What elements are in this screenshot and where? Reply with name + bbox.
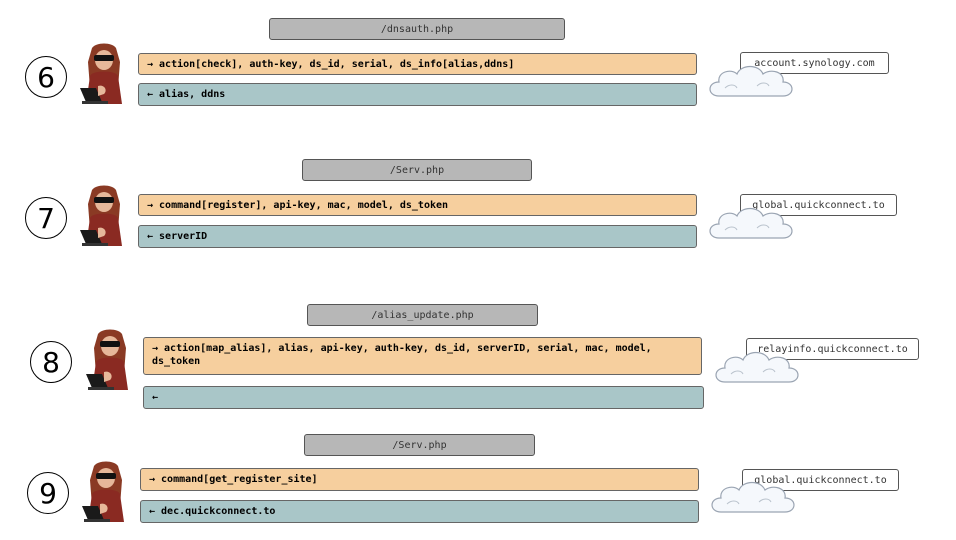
host-label: account.synology.com xyxy=(740,52,889,74)
step-number: 9 xyxy=(27,472,69,514)
step-number: 6 xyxy=(25,56,67,98)
response-bar: ← alias, ddns xyxy=(138,83,697,106)
request-bar: → action[check], auth-key, ds_id, serial… xyxy=(138,53,697,75)
request-bar: → command[register], api-key, mac, model… xyxy=(138,194,697,216)
host-label: global.quickconnect.to xyxy=(742,469,899,491)
request-bar: → command[get_register_site] xyxy=(140,468,699,491)
step-number: 8 xyxy=(30,341,72,383)
request-bar: → action[map_alias], alias, api-key, aut… xyxy=(143,337,702,375)
endpoint-label: /Serv.php xyxy=(304,434,535,456)
step-6: /dnsauth.php 6 → action[check], auth-key… xyxy=(0,0,956,130)
endpoint-label: /Serv.php xyxy=(302,159,532,181)
step-7: /Serv.php 7 → command[register], api-key… xyxy=(25,159,897,248)
response-bar: ← dec.quickconnect.to xyxy=(140,500,699,523)
response-bar: ← serverID xyxy=(138,225,697,248)
host-label: global.quickconnect.to xyxy=(740,194,897,216)
host-label: relayinfo.quickconnect.to xyxy=(746,338,919,360)
cloud-icon xyxy=(707,478,799,518)
response-bar: ← xyxy=(143,386,704,409)
step-number: 7 xyxy=(25,197,67,239)
endpoint-label: /alias_update.php xyxy=(307,304,538,326)
endpoint-label: /dnsauth.php xyxy=(269,18,565,40)
step-8: /alias_update.php 8 → action[map_alias],… xyxy=(30,304,919,409)
hacker-icon xyxy=(80,460,132,524)
